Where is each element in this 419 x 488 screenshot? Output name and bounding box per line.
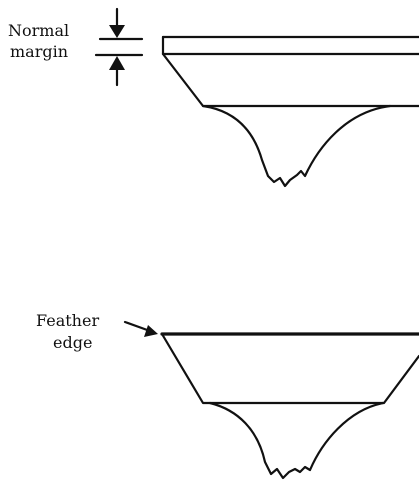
feather-edge-tooth [162, 334, 419, 478]
crown-outline [163, 54, 419, 106]
pointer-arrow-head [144, 325, 158, 337]
feather-edge-figure: Feather edge [36, 311, 419, 478]
pointer-arrow-shaft [125, 322, 150, 331]
root-outline [210, 403, 383, 478]
rim-band [163, 37, 419, 54]
margin-dimension-indicator [96, 9, 142, 85]
down-arrow-head [109, 25, 125, 38]
feather-edge-label-line2: edge [53, 333, 92, 352]
crown-outline [162, 334, 419, 403]
normal-margin-label-line2: margin [10, 42, 68, 61]
normal-margin-label-line1: Normal [8, 21, 69, 40]
feather-edge-label-line1: Feather [36, 311, 99, 330]
normal-margin-figure: Normal margin [8, 9, 419, 186]
up-arrow-head [109, 56, 125, 70]
normal-margin-tooth [163, 37, 419, 186]
root-outline [203, 106, 390, 186]
feather-edge-pointer-arrow [125, 322, 158, 337]
